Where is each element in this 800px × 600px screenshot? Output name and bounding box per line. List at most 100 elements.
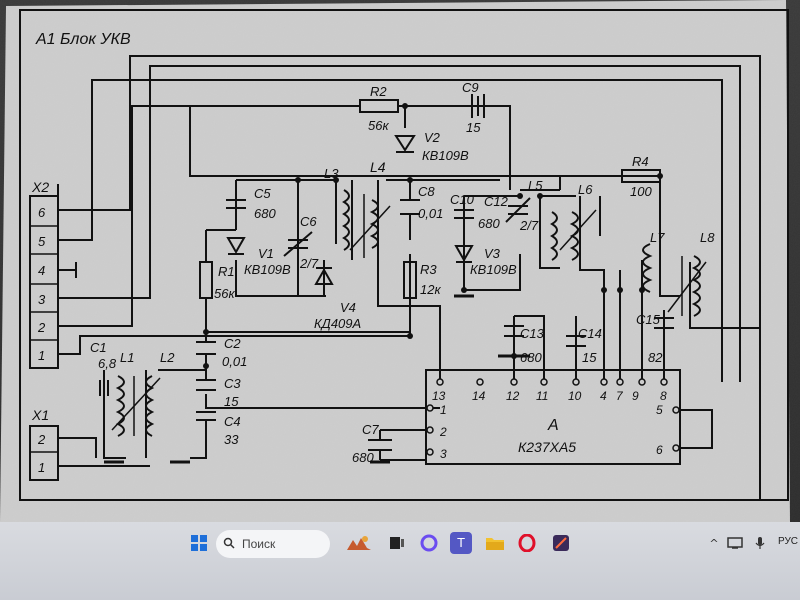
v3-ref: V3 <box>484 246 501 261</box>
r2-resistor <box>359 99 399 113</box>
c3-capacitor <box>196 379 216 391</box>
ic-pin-3: 3 <box>440 447 447 461</box>
c3-value: 15 <box>224 394 239 409</box>
windows-start-icon[interactable] <box>188 532 210 554</box>
c10-ref: C10 <box>450 192 475 207</box>
c9-capacitor <box>471 94 485 118</box>
l2-ref: L2 <box>160 350 175 365</box>
l4-coil <box>369 199 379 249</box>
ic-pin-1: 1 <box>440 403 447 417</box>
c2-capacitor <box>196 341 216 355</box>
c8-ref: C8 <box>418 184 435 199</box>
c12-trimmer <box>505 197 531 223</box>
x2-pin-6: 6 <box>38 205 46 220</box>
r1-resistor <box>199 261 213 299</box>
l3-ref: L3 <box>324 166 339 181</box>
c12-value: 2/7 <box>519 218 539 233</box>
v3-value: КВ109В <box>470 262 517 277</box>
widgets-icon[interactable] <box>344 532 374 554</box>
ic-pin-2: 2 <box>439 425 447 439</box>
v3-diode <box>454 245 474 263</box>
r3-value: 12к <box>420 282 441 297</box>
v1-value: КВ109В <box>244 262 291 277</box>
ground-symbols <box>104 294 530 464</box>
r1-ref: R1 <box>218 264 235 279</box>
search-input[interactable]: Поиск <box>216 530 330 558</box>
ic-pin-4: 4 <box>600 389 607 403</box>
ic-pin-13: 13 <box>432 389 446 403</box>
v2-value: КВ109В <box>422 148 469 163</box>
v4-value: КД409А <box>314 316 361 331</box>
ic-pin-6: 6 <box>656 443 663 457</box>
taskbar <box>0 522 800 600</box>
c4-capacitor <box>196 411 216 421</box>
search-icon[interactable] <box>220 532 238 554</box>
c5-value: 680 <box>254 206 276 221</box>
c1-ref: C1 <box>90 340 107 355</box>
c3-ref: C3 <box>224 376 241 391</box>
c10-value: 680 <box>478 216 500 231</box>
c6-value: 2/7 <box>299 256 319 271</box>
v2-ref: V2 <box>424 130 441 145</box>
c10-capacitor <box>454 209 474 219</box>
l8-coil <box>691 255 701 317</box>
language-indicator[interactable]: РУС <box>778 536 799 547</box>
l1-ref: L1 <box>120 350 134 365</box>
x1-connector <box>29 425 59 481</box>
junction-dots <box>203 103 663 369</box>
v1-ref: V1 <box>258 246 274 261</box>
network-icon[interactable] <box>726 532 744 554</box>
c7-capacitor <box>368 439 392 451</box>
microphone-icon[interactable] <box>752 532 768 554</box>
r1-value: 56к <box>214 286 235 301</box>
r4-value: 100 <box>630 184 652 199</box>
ic-pin-12: 12 <box>506 389 520 403</box>
r4-ref: R4 <box>632 154 649 169</box>
c8-capacitor <box>400 199 420 215</box>
c12-ref: C12 <box>484 194 509 209</box>
c14-value: 15 <box>582 350 597 365</box>
ic-pin-11: 11 <box>536 389 548 403</box>
x2-connector <box>29 195 59 369</box>
ic-pin-7: 7 <box>616 389 624 403</box>
ic-a-body <box>425 369 681 465</box>
c14-ref: C14 <box>578 326 602 341</box>
ic-part: К237ХА5 <box>518 439 576 455</box>
x1-label: X1 <box>31 407 49 423</box>
block-title: A1 Блок УКВ <box>35 31 131 48</box>
c2-value: 0,01 <box>222 354 247 369</box>
x1-pin-2: 2 <box>37 432 46 447</box>
teams-icon[interactable]: T <box>450 532 472 554</box>
l2-coil <box>145 375 155 437</box>
r2-value: 56к <box>368 118 389 133</box>
r2-ref: R2 <box>370 84 387 99</box>
x2-pin-5: 5 <box>38 234 46 249</box>
r3-ref: R3 <box>420 262 437 277</box>
l7-ref: L7 <box>650 230 665 245</box>
copilot-icon[interactable] <box>418 532 440 554</box>
l5-coil <box>550 211 558 261</box>
file-explorer-icon[interactable] <box>484 532 506 554</box>
c9-ref: C9 <box>462 80 479 95</box>
tray-chevron-icon[interactable]: ^ <box>709 536 719 550</box>
task-view-icon[interactable] <box>386 532 408 554</box>
search-placeholder: Поиск <box>242 537 276 551</box>
c15-value: 82 <box>648 350 663 365</box>
c13-value: 680 <box>520 350 542 365</box>
c8-value: 0,01 <box>418 206 443 221</box>
l6-ref: L6 <box>578 182 593 197</box>
c4-value: 33 <box>224 432 239 447</box>
app-icon[interactable] <box>550 532 572 554</box>
l3-coil <box>342 189 350 251</box>
opera-icon[interactable] <box>516 532 538 554</box>
ic-ref: A <box>547 417 559 434</box>
x1-pin-1: 1 <box>38 460 45 475</box>
c5-ref: C5 <box>254 186 271 201</box>
x2-pin-3: 3 <box>38 292 46 307</box>
c13-ref: C13 <box>520 326 545 341</box>
v4-diode <box>314 267 334 285</box>
ic-pin-9: 9 <box>632 389 639 403</box>
